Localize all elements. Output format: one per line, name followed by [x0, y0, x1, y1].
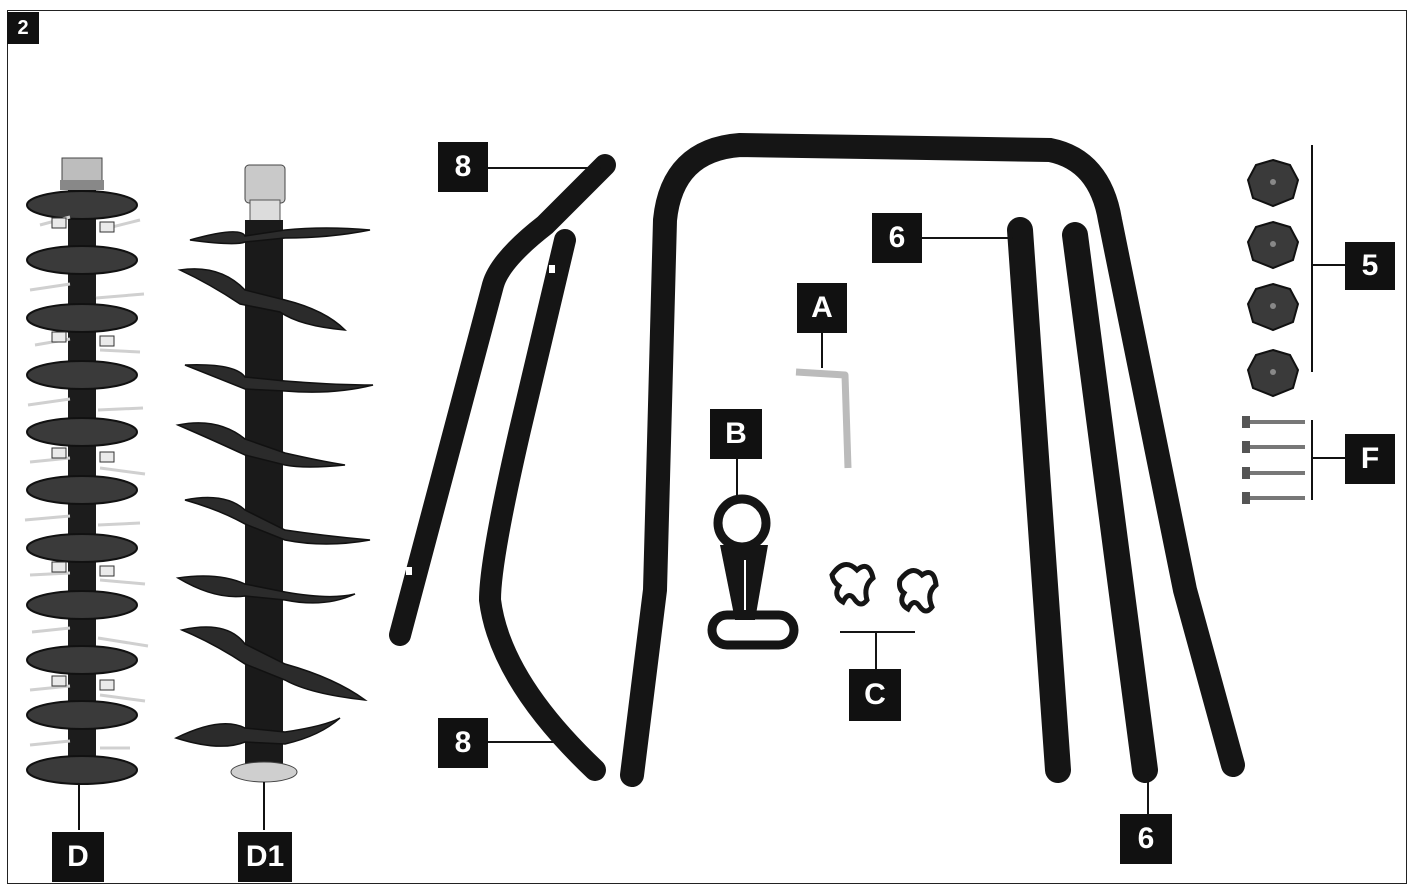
label-c: C: [849, 669, 901, 721]
label-8-top: 8: [438, 142, 488, 192]
allen-key-a: [795, 332, 852, 469]
aerator-roller-d1: [173, 164, 374, 830]
cable-clamps-c: [829, 562, 939, 670]
label-f: F: [1345, 434, 1395, 484]
cable-clip-b: [707, 458, 799, 650]
label-6-bottom: 6: [1120, 814, 1172, 864]
label-a: A: [797, 283, 847, 333]
label-d: D: [52, 832, 104, 882]
handle-tubes-8: [389, 154, 616, 781]
label-d1: D1: [238, 832, 292, 882]
upper-handle-u: [620, 132, 1245, 787]
label-5: 5: [1345, 242, 1395, 290]
scarifier-roller-d: [24, 157, 149, 830]
screws-f: [1242, 416, 1345, 504]
label-b: B: [710, 409, 762, 459]
label-8-bottom: 8: [438, 718, 488, 768]
star-knobs-5: [1246, 145, 1345, 398]
figure-number: 2: [7, 12, 39, 44]
figure-frame: [7, 10, 1407, 884]
label-6-top: 6: [872, 213, 922, 263]
lower-tubes-6: [921, 217, 1158, 823]
